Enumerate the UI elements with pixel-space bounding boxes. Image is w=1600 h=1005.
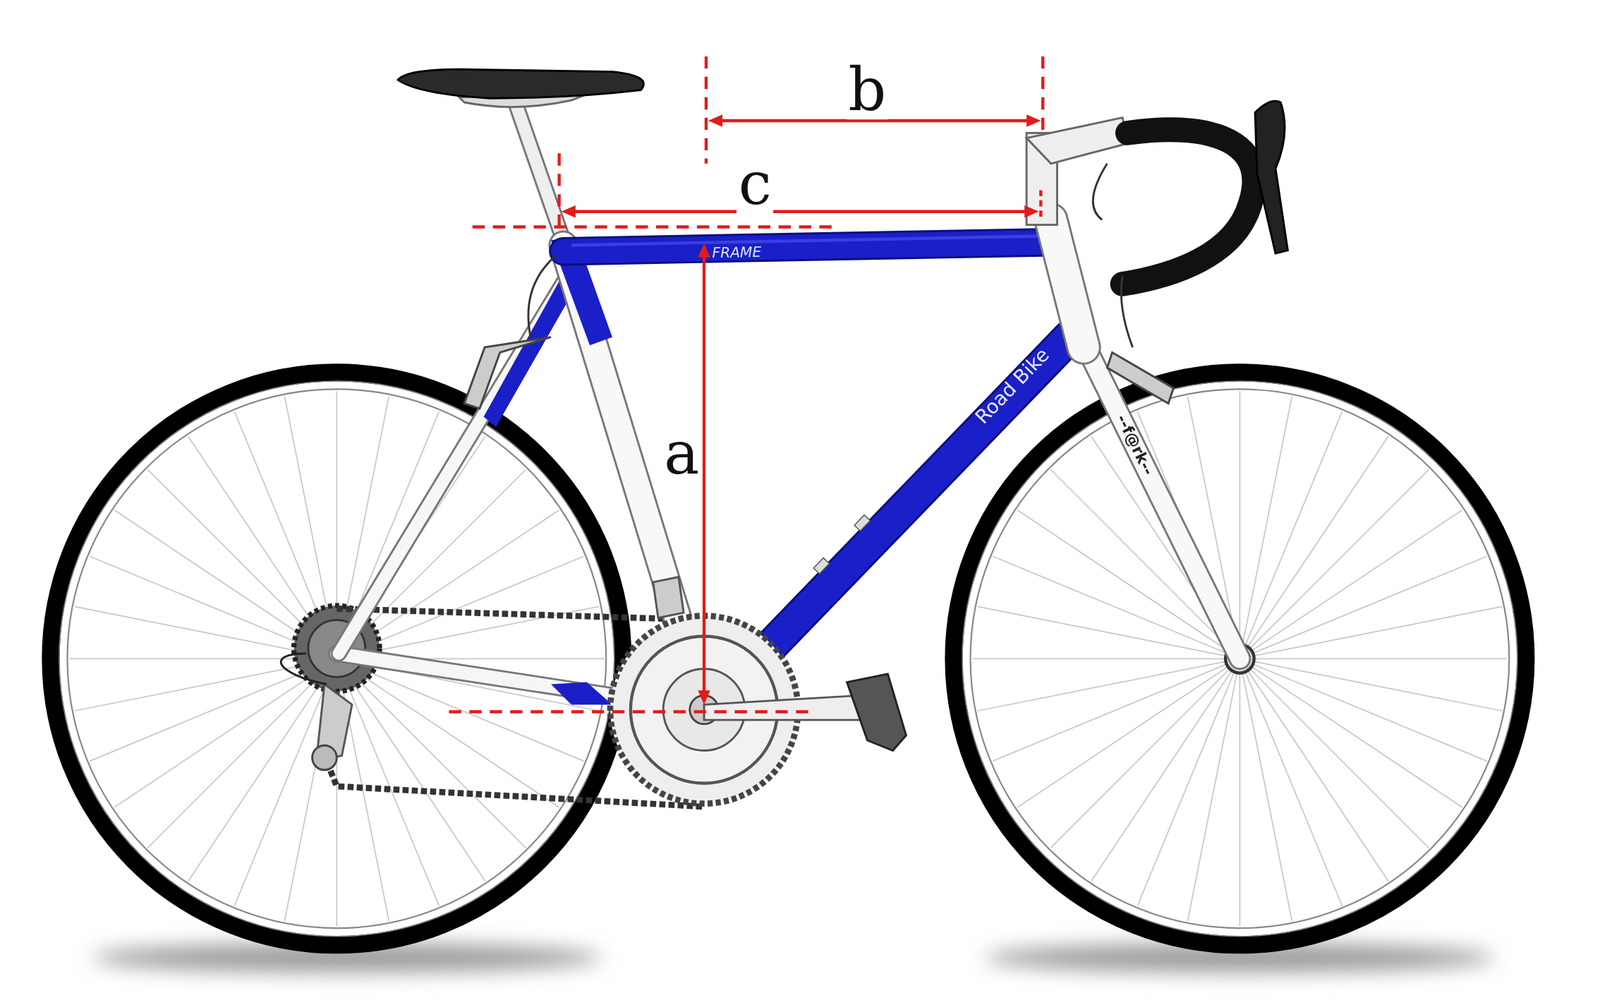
brand-decal: Road Bike <box>972 344 1053 427</box>
dimension-letter: a <box>661 423 702 483</box>
frame-decal: FRAME <box>711 244 762 260</box>
dimension-letter: c <box>736 153 774 214</box>
fork-decal: --f@rk-- <box>1113 411 1156 477</box>
dimension-letter: b <box>846 59 889 120</box>
